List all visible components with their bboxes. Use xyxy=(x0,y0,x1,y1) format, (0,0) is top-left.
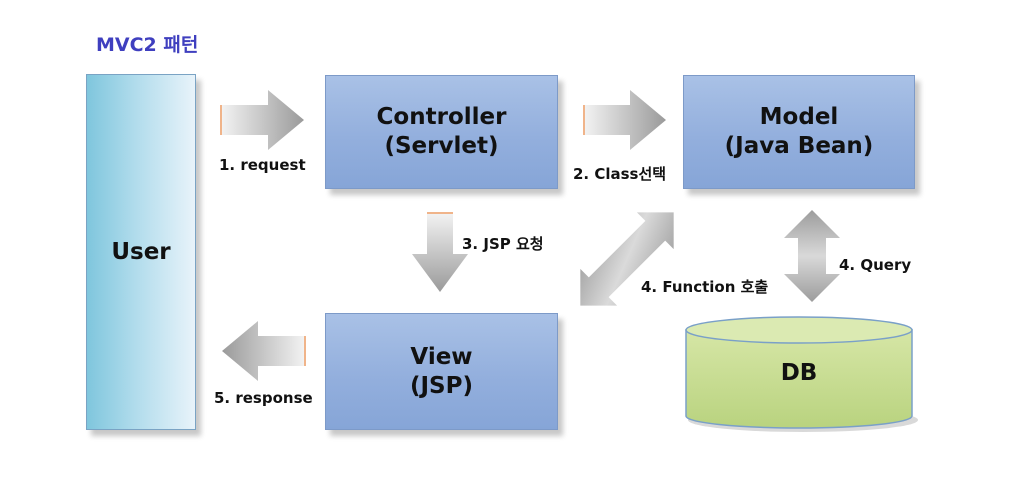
response-label: 5. response xyxy=(214,389,313,407)
user-label: User xyxy=(111,238,171,265)
view-label: View xyxy=(410,343,473,370)
function-call-label: 4. Function 호출 xyxy=(641,278,769,296)
request-arrow xyxy=(221,90,304,150)
model-sublabel: (Java Bean) xyxy=(724,133,874,159)
model-box: Model (Java Bean) xyxy=(683,75,915,189)
controller-sublabel: (Servlet) xyxy=(384,133,499,159)
db-cylinder xyxy=(685,316,918,432)
jsp-request-arrow xyxy=(412,213,468,292)
jsp-request-label: 3. JSP 요청 xyxy=(462,235,544,253)
diagram-title: MVC2 패턴 xyxy=(96,34,199,56)
class-select-arrow xyxy=(584,90,666,150)
query-arrow xyxy=(784,210,840,302)
function-call-arrow xyxy=(580,212,674,306)
query-label: 4. Query xyxy=(839,256,912,274)
response-arrow xyxy=(222,321,305,381)
view-box: View (JSP) xyxy=(325,313,558,430)
request-label: 1. request xyxy=(219,156,306,174)
model-label: Model xyxy=(759,104,839,131)
controller-label: Controller xyxy=(376,104,507,131)
controller-box: Controller (Servlet) xyxy=(325,75,558,189)
user-box: User xyxy=(86,74,196,430)
class-select-label: 2. Class선택 xyxy=(573,165,667,183)
db-label: DB xyxy=(780,360,818,386)
view-sublabel: (JSP) xyxy=(409,372,473,399)
